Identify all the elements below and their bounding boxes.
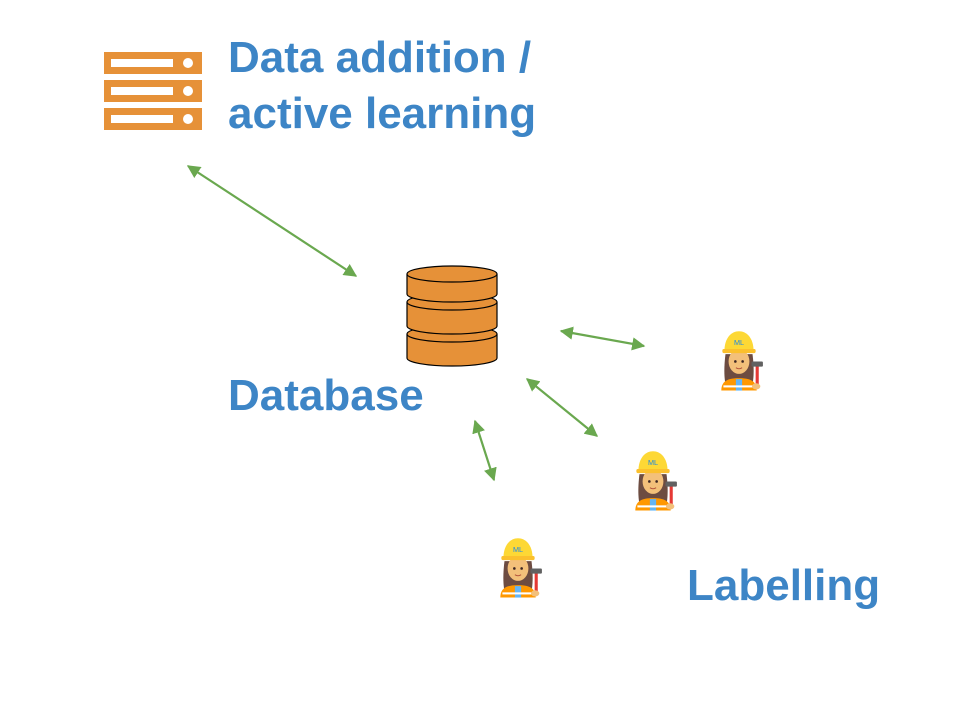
database-label: Database bbox=[228, 371, 424, 420]
construction-worker-icon bbox=[720, 330, 764, 392]
arrow-db-worker-2 bbox=[525, 378, 599, 437]
server-label: Data addition / active learning bbox=[228, 30, 536, 142]
construction-worker-icon bbox=[634, 450, 678, 512]
database-cylinder-icon bbox=[406, 265, 498, 367]
server-label-line-2: active learning bbox=[228, 89, 537, 138]
construction-worker-icon bbox=[499, 537, 543, 599]
arrow-db-worker-3 bbox=[472, 419, 497, 482]
server-rack-icon bbox=[104, 52, 202, 130]
labelling-label: Labelling bbox=[687, 561, 881, 610]
arrow-db-worker-1 bbox=[559, 326, 646, 351]
server-label-line-1: Data addition / bbox=[228, 33, 532, 82]
arrow-server-db bbox=[186, 165, 358, 277]
